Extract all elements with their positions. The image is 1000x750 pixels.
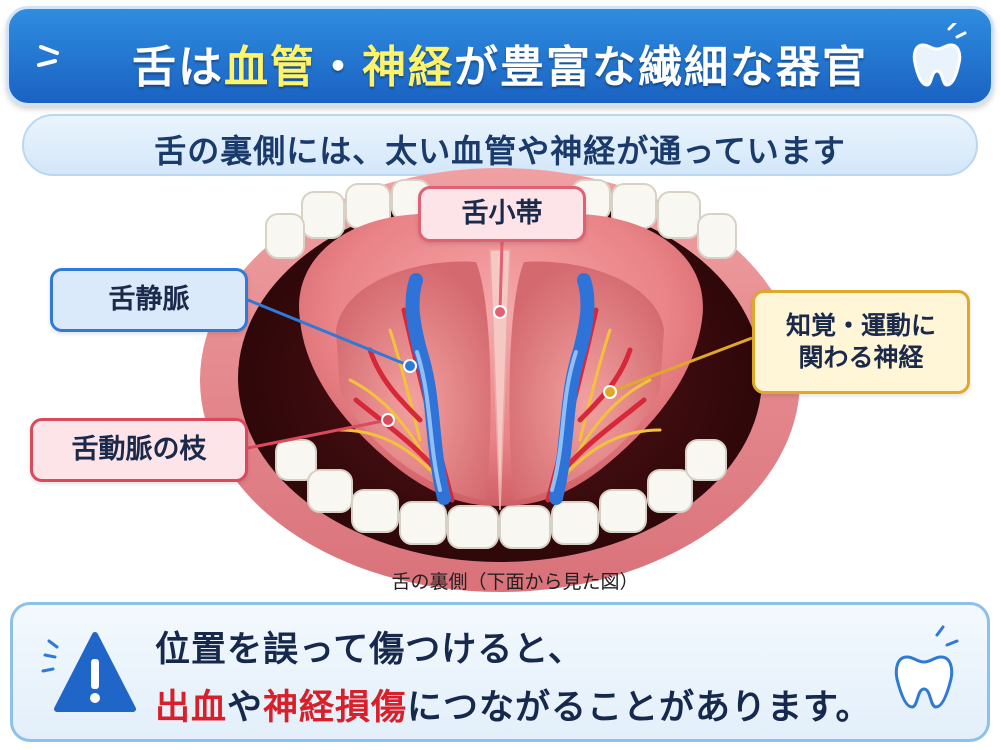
warning-text: につながることがあります。 — [407, 688, 872, 728]
lower-teeth — [275, 439, 727, 549]
label-lingual-vein: 舌静脈 — [50, 268, 248, 332]
label-lingual-frenulum: 舌小帯 — [418, 186, 586, 242]
leader-dot-nerve — [603, 385, 617, 399]
title-highlight-nerve: 神経 — [362, 42, 454, 93]
leader-dot-vein — [403, 359, 417, 373]
warning-box: 位置を誤って傷つけると、 出血や神経損傷につながることがあります。 — [10, 602, 990, 742]
tooth-icon — [894, 625, 959, 709]
leader-dot-artery — [381, 413, 395, 427]
warning-text: や — [227, 688, 264, 728]
lingual-veins — [405, 273, 595, 505]
warning-nerve-damage: 神経損傷 — [263, 688, 408, 728]
label-text: 舌動脈の枝 — [71, 434, 207, 466]
tooth-icon — [912, 23, 967, 87]
diagram-caption: 舌の裏側（下面から見た図） — [391, 571, 639, 593]
sparkle-lines-icon — [37, 45, 59, 67]
title-banner: 舌は血管・神経が豊富な繊細な器官 — [6, 6, 994, 106]
label-nerve: 知覚・運動に 関わる神経 — [752, 290, 970, 394]
warning-bleeding: 出血 — [155, 688, 228, 728]
label-text: 舌小帯 — [461, 198, 543, 230]
underside-right-lobe — [509, 261, 664, 500]
title-part: が豊富な繊細な器官 — [454, 42, 868, 93]
label-lingual-artery-branch: 舌動脈の枝 — [30, 418, 248, 482]
leader-line-artery — [247, 418, 389, 450]
subtitle: 舌の裏側には、太い血管や神経が通っています — [154, 132, 846, 170]
underside-left-lobe — [336, 261, 491, 500]
title-highlight-blood-vessel: 血管 — [224, 42, 316, 93]
warning-line-1: 位置を誤って傷つけると、 — [155, 630, 584, 670]
label-text: 舌静脈 — [108, 284, 190, 316]
leader-dot-frenulum — [493, 305, 507, 319]
page-title: 舌は血管・神経が豊富な繊細な器官 — [9, 31, 991, 95]
leader-line-nerve — [609, 336, 753, 394]
label-text: 関わる神経 — [798, 343, 924, 372]
warning-line-2: 出血や神経損傷につながることがあります。 — [155, 679, 872, 730]
leader-line-frenulum — [498, 241, 504, 313]
title-dot: ・ — [316, 42, 362, 93]
title-part: 舌は — [132, 42, 224, 93]
vein-highlight — [415, 350, 578, 492]
warning-triangle-icon — [41, 632, 136, 712]
label-text: 知覚・運動に — [785, 310, 936, 340]
leader-line-vein — [247, 298, 411, 368]
